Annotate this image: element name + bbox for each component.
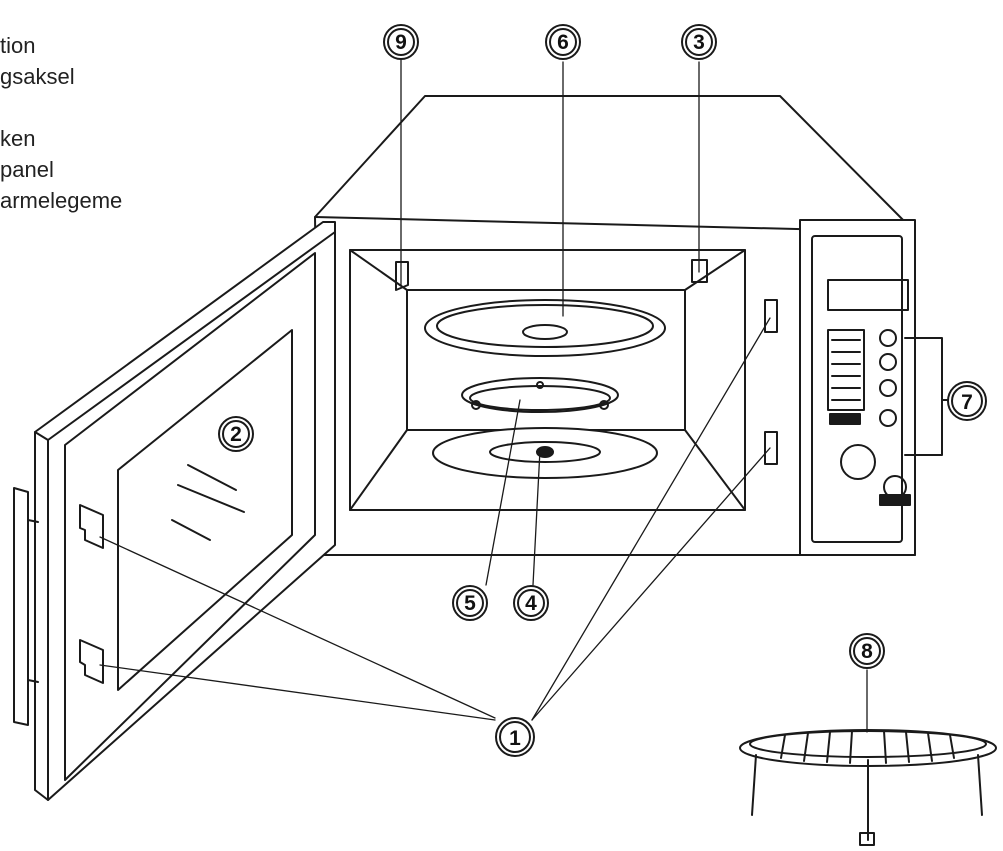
svg-text:4: 4	[525, 592, 537, 615]
callout-leaders	[99, 59, 868, 733]
button-3	[879, 379, 897, 397]
door-latch-top	[79, 504, 104, 549]
door-latch-bottom	[79, 639, 104, 684]
button-4	[879, 409, 897, 427]
svg-text:7: 7	[961, 391, 973, 414]
svg-text:1: 1	[509, 727, 521, 750]
callout-badge-1: 1	[495, 717, 535, 757]
legend-line-2: gsaksel	[0, 64, 75, 89]
control-panel	[811, 235, 911, 543]
latch-hole-top	[764, 299, 778, 333]
legend-line-5: panel	[0, 157, 54, 182]
parts-legend: tion gsaksel ken panel armelegeme	[0, 30, 122, 216]
callout-badge-3: 3	[681, 24, 717, 60]
legend-line-1: tion	[0, 33, 36, 58]
callout-badge-4: 4	[513, 585, 549, 621]
waveguide-cover	[691, 259, 708, 283]
roller-ring	[461, 377, 619, 413]
callout-badge-6: 6	[545, 24, 581, 60]
callout-badge-5: 5	[452, 585, 488, 621]
svg-text:6: 6	[557, 31, 569, 54]
legend-line-4: ken	[0, 126, 36, 151]
glass-tray	[424, 299, 666, 357]
svg-text:5: 5	[464, 592, 476, 615]
callout-badge-8: 8	[849, 633, 885, 669]
button-2	[879, 353, 897, 371]
oven-door	[13, 221, 336, 801]
grill-heater-cover	[395, 261, 409, 291]
callout-badge-7: 7	[947, 381, 987, 421]
callout-badge-2: 2	[218, 416, 254, 452]
display-window	[827, 279, 909, 311]
control-dial	[840, 444, 876, 480]
callout-badge-9: 9	[383, 24, 419, 60]
svg-text:3: 3	[693, 31, 705, 54]
svg-text:8: 8	[861, 640, 873, 663]
button-1	[879, 329, 897, 347]
turntable-base	[432, 427, 658, 479]
legend-line-6: armelegeme	[0, 188, 123, 213]
grill-rack	[739, 729, 997, 846]
latch-hole-bottom	[764, 431, 778, 465]
svg-text:2: 2	[230, 423, 242, 446]
door-handle	[13, 487, 29, 726]
door-window	[117, 329, 293, 691]
svg-text:9: 9	[395, 31, 407, 54]
